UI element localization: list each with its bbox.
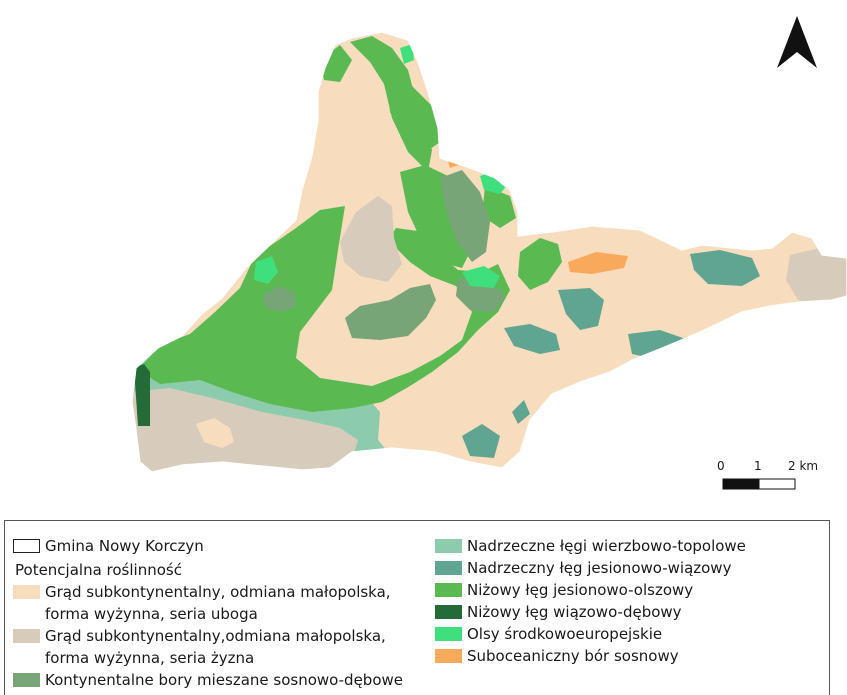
bory-mieszane-2 bbox=[440, 170, 490, 262]
legend-item: Nadrzeczny łęg jesionowo-wiązowy bbox=[435, 557, 825, 579]
vegetation-polygons bbox=[132, 32, 847, 472]
jesionowo-olszowy-swatch bbox=[435, 583, 462, 597]
vegetation-map bbox=[131, 16, 847, 490]
leg-jesionowo-wiazowy-east bbox=[690, 250, 760, 286]
legend-label: Grąd subkontynentalny, odmiana małopolsk… bbox=[45, 583, 391, 601]
legend-item: Niżowy łęg jesionowo-olszowy bbox=[435, 579, 825, 601]
legend-label: Niżowy łęg wiązowo-dębowy bbox=[467, 603, 682, 621]
legend-item: Suboceaniczny bór sosnowy bbox=[435, 645, 825, 667]
legend-label: Olsy środkowoeuropejskie bbox=[467, 625, 663, 643]
scale-bar bbox=[722, 478, 796, 490]
wiazowo-debowy-swatch bbox=[435, 605, 462, 619]
bor-sosnowy-swatch bbox=[435, 649, 462, 663]
leg-wiazowo-debowy bbox=[134, 364, 150, 426]
grad-zyzna-swatch bbox=[13, 629, 40, 643]
olsy-swatch bbox=[435, 627, 462, 641]
legend-label-cont: forma wyżynna, seria uboga bbox=[45, 605, 258, 623]
legend-item: Grąd subkontynentalny, odmiana małopolsk… bbox=[13, 581, 413, 625]
scale-tick-2: 2 km bbox=[788, 459, 819, 473]
grad-uboga-swatch bbox=[13, 585, 40, 599]
olsy-1 bbox=[462, 266, 500, 288]
lozowy-olszowy-east bbox=[518, 238, 562, 290]
boundary-swatch bbox=[13, 539, 40, 553]
legend-label: Nadrzeczny łęg jesionowo-wiązowy bbox=[467, 559, 732, 577]
scale-tick-0: 0 bbox=[717, 459, 725, 473]
grad-zyzna-central bbox=[340, 196, 402, 282]
legend-label: Nadrzeczne łęgi wierzbowo-topolowe bbox=[467, 537, 746, 555]
legend-item-boundary: Gmina Nowy Korczyn bbox=[13, 535, 413, 557]
grad-zyzna-east-area bbox=[786, 248, 847, 304]
grad-zyzna-south-area bbox=[132, 388, 358, 472]
legend-label-cont: forma wyżynna, seria żyzna bbox=[45, 649, 255, 667]
lozowy-olszowy-west-area bbox=[138, 206, 510, 412]
legend-right-column: Nadrzeczne łęgi wierzbowo-topolowe Nadrz… bbox=[435, 535, 825, 667]
legend-label: Kontynentalne bory mieszane sosnowo-dębo… bbox=[45, 671, 403, 689]
legend-left-column: Gmina Nowy Korczyn Potencjalna roślinnoś… bbox=[13, 535, 413, 691]
legend-label: Gmina Nowy Korczyn bbox=[45, 537, 204, 555]
legend-label: Niżowy łęg jesionowo-olszowy bbox=[467, 581, 694, 599]
legend-item: Niżowy łęg wiązowo-dębowy bbox=[435, 601, 825, 623]
gmina-boundary bbox=[131, 31, 847, 473]
legend-item: Nadrzeczne łęgi wierzbowo-topolowe bbox=[435, 535, 825, 557]
legend-item: Grąd subkontynentalny,odmiana małopolska… bbox=[13, 625, 413, 669]
north-arrow-icon bbox=[777, 16, 817, 68]
legend-label: Grąd subkontynentalny,odmiana małopolska… bbox=[45, 627, 386, 645]
bory-mieszane-swatch bbox=[13, 673, 40, 687]
map-legend: Gmina Nowy Korczyn Potencjalna roślinnoś… bbox=[4, 520, 830, 695]
bor-sosnowy-1 bbox=[568, 252, 628, 274]
leg-jesionowo-wiazowy-1 bbox=[504, 324, 560, 354]
legend-label: Suboceaniczny bór sosnowy bbox=[467, 647, 679, 665]
scale-tick-1: 1 bbox=[754, 459, 762, 473]
legend-section-title: Potencjalna roślinność bbox=[15, 561, 182, 579]
leg-wierzbowo-swatch bbox=[435, 539, 462, 553]
leg-jesionowo-wiazowy-swatch bbox=[435, 561, 462, 575]
bory-mieszane-1 bbox=[345, 284, 436, 340]
legend-item: Kontynentalne bory mieszane sosnowo-dębo… bbox=[13, 669, 413, 691]
legend-item: Olsy środkowoeuropejskie bbox=[435, 623, 825, 645]
